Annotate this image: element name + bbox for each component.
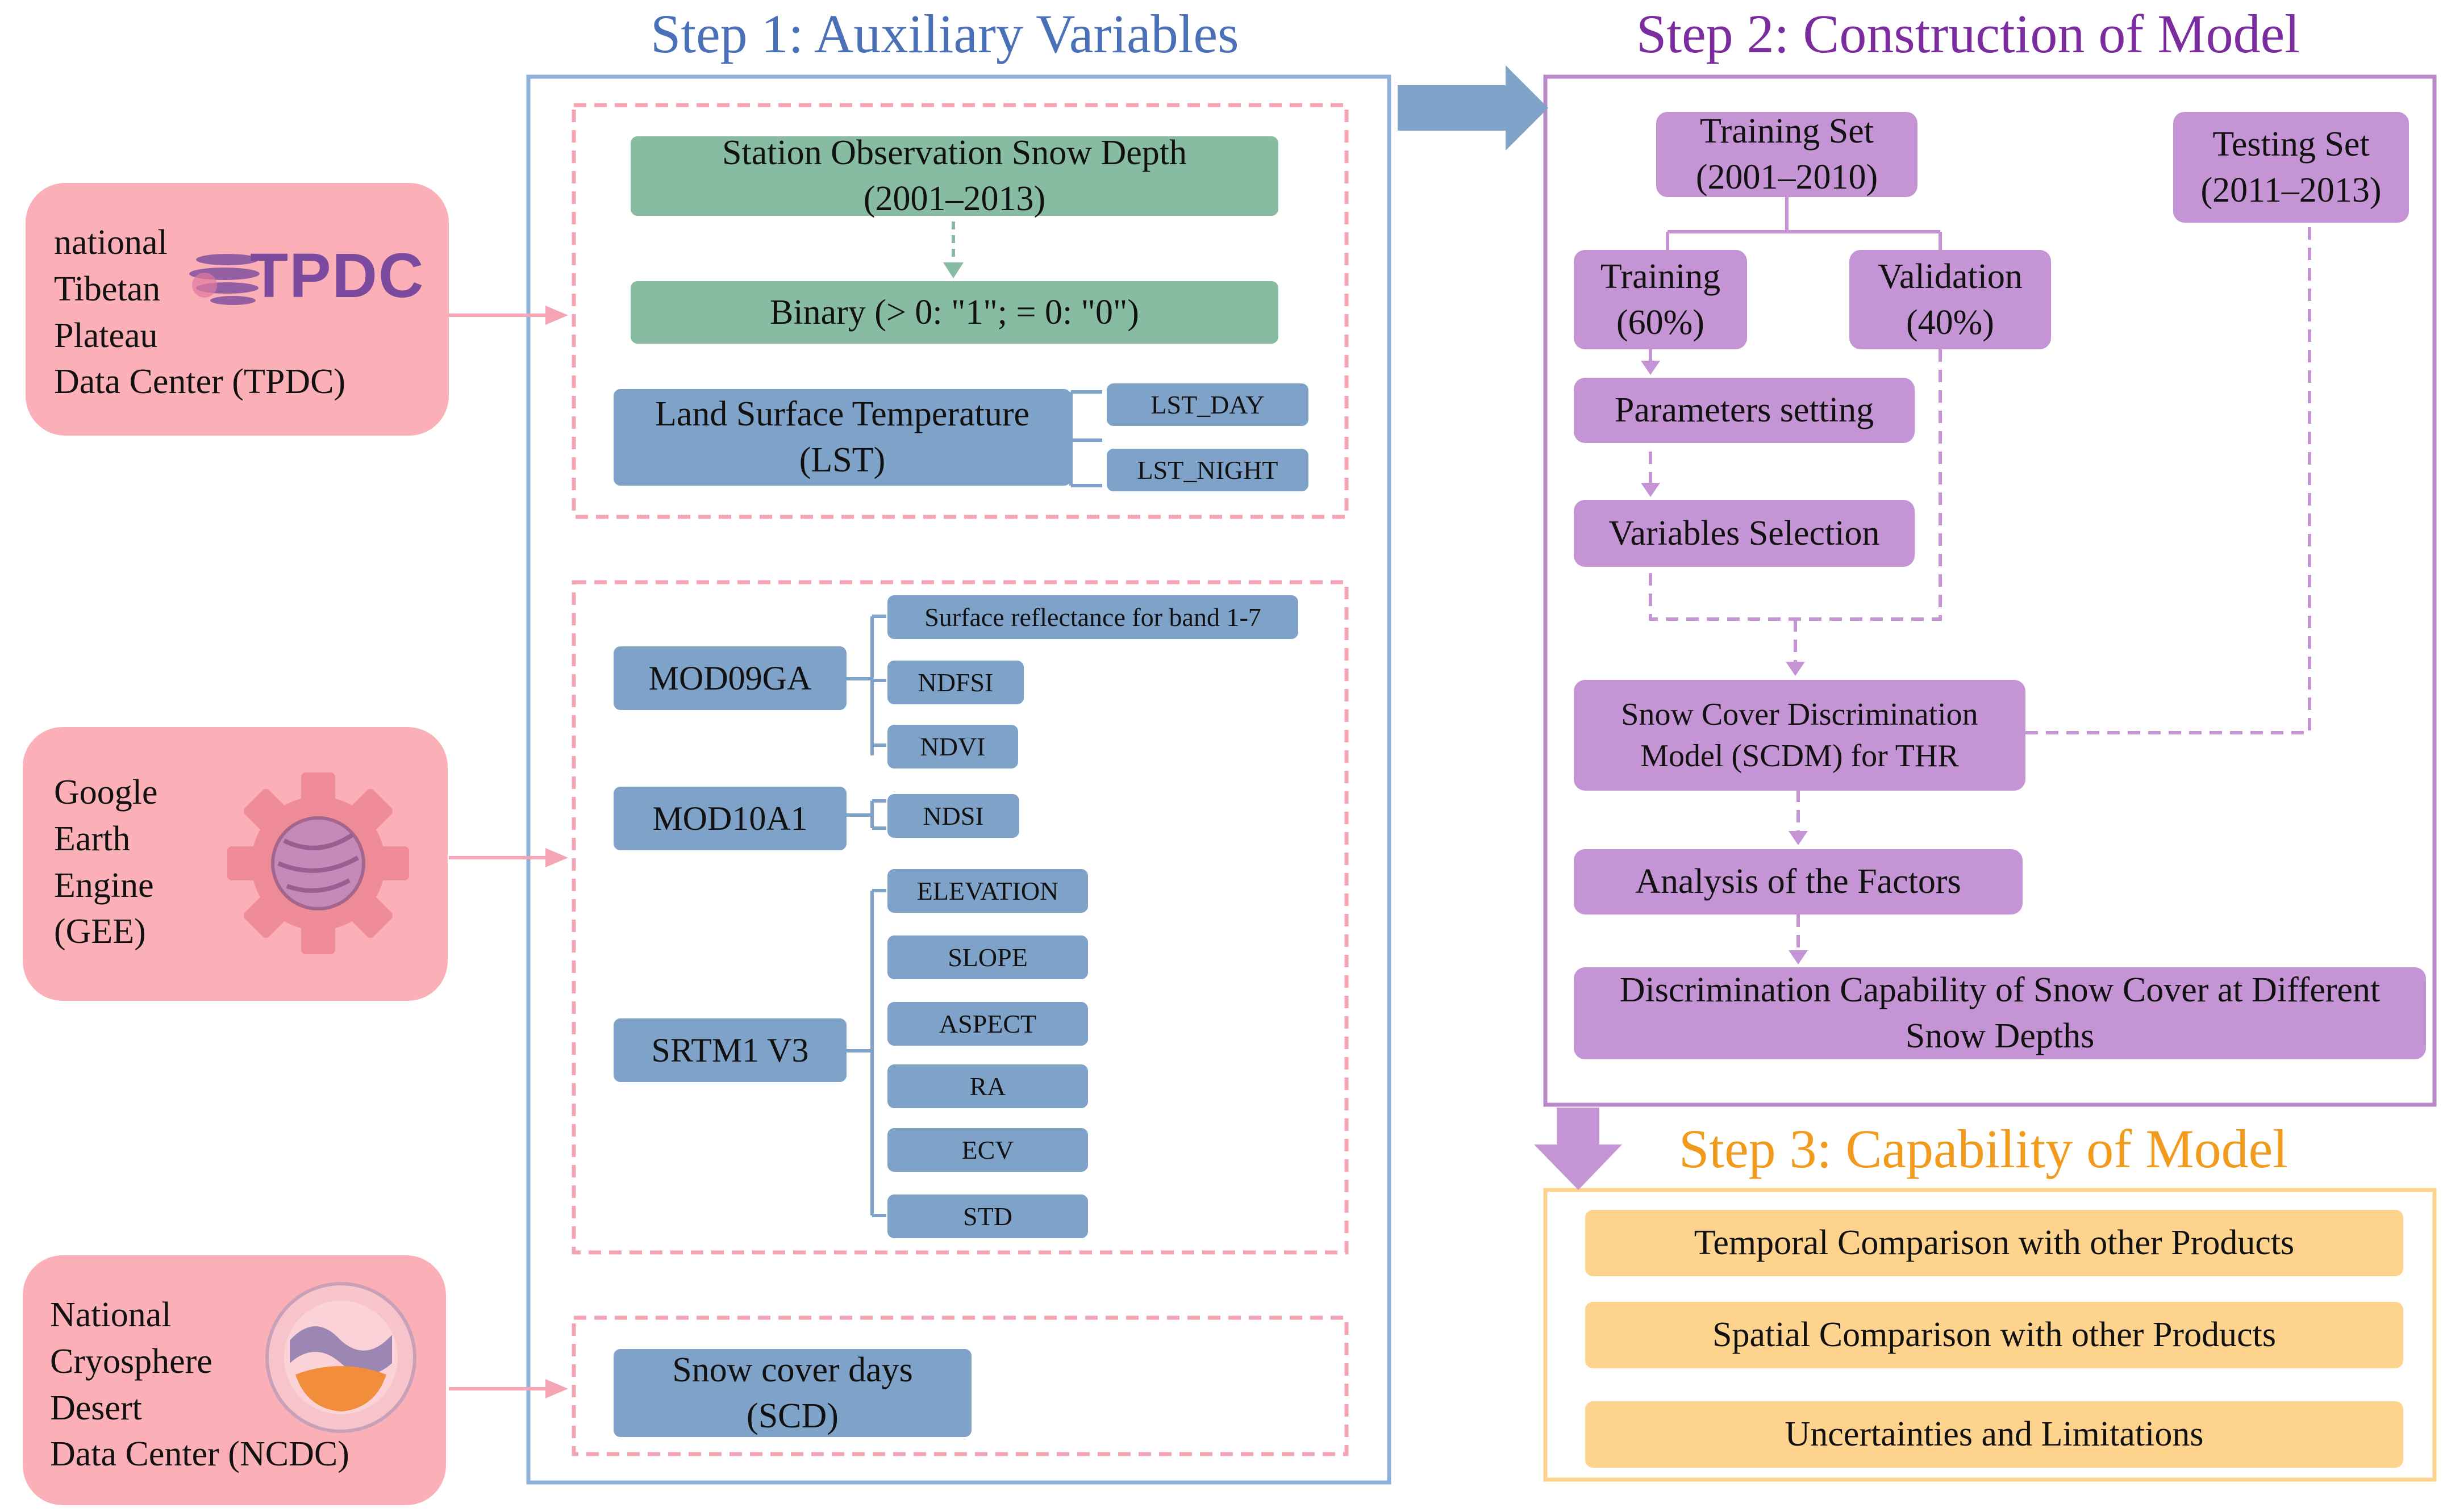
box-line: (2001–2013)	[863, 179, 1046, 218]
mod10a1-box: MOD10A1	[614, 787, 847, 850]
mod09ga-box: MOD09GA	[614, 646, 847, 710]
discrimination-box: Discrimination Capability of Snow Cover …	[1574, 967, 2426, 1059]
lst-day-box: LST_DAY	[1107, 383, 1308, 426]
source-line: (GEE)	[54, 912, 146, 951]
arrowhead	[545, 848, 568, 867]
group3-dashed-frame	[572, 1315, 1349, 1456]
ecv-box: ECV	[887, 1128, 1088, 1172]
box-line: Snow cover days	[672, 1350, 913, 1389]
elevation-box: ELEVATION	[887, 869, 1088, 913]
arrowhead	[545, 1379, 568, 1398]
training-set-box: Training Set (2001–2010)	[1656, 112, 1917, 197]
source-line: Data Center (NCDC)	[50, 1435, 349, 1474]
lst-night-box: LST_NIGHT	[1107, 449, 1308, 491]
source-line: Google	[54, 773, 158, 812]
source-line: Cryosphere	[50, 1342, 212, 1381]
ndvi-box: NDVI	[887, 725, 1018, 768]
box-line: Testing Set	[2212, 124, 2370, 164]
step2-frame	[1543, 74, 2437, 1107]
box-line: Training Set	[1699, 112, 1874, 151]
source-gee: Google Earth Engine (GEE)	[23, 727, 448, 1001]
gear-icon	[227, 772, 409, 954]
slope-box: SLOPE	[887, 935, 1088, 979]
ncdc-logo-icon	[265, 1282, 416, 1433]
arrow-to-step3	[1534, 1108, 1622, 1190]
std-box: STD	[887, 1194, 1088, 1238]
source-line: National	[50, 1296, 172, 1334]
arrow-to-step2	[1398, 65, 1548, 151]
box-line: Validation	[1878, 257, 2023, 296]
box-line: Model (SCDM) for THR	[1640, 738, 1959, 774]
box-line: (2011–2013)	[2200, 170, 2382, 210]
source-line: Earth	[54, 819, 131, 858]
box-line: (60%)	[1616, 303, 1704, 342]
step1-frame	[526, 74, 1391, 1485]
source-ncdc: National Cryosphere Desert Data Center (…	[23, 1255, 446, 1505]
box-line: (2001–2010)	[1695, 158, 1878, 197]
surface-reflectance-box: Surface reflectance for band 1-7	[887, 595, 1298, 639]
box-line: Snow Cover Discrimination	[1621, 696, 1978, 732]
aspect-box: ASPECT	[887, 1002, 1088, 1046]
source-line: national	[54, 223, 168, 262]
ra-box: RA	[887, 1064, 1088, 1108]
scdm-box: Snow Cover Discrimination Model (SCDM) f…	[1574, 680, 2025, 791]
box-line: (LST)	[799, 441, 886, 479]
source-line: Data Center (TPDC)	[54, 362, 346, 402]
source-line: Tibetan	[54, 269, 161, 308]
lst-box: Land Surface Temperature (LST)	[614, 389, 1071, 486]
srtm-box: SRTM1 V3	[614, 1018, 847, 1082]
uncertainties-box: Uncertainties and Limitations	[1585, 1401, 2403, 1468]
analysis-box: Analysis of the Factors	[1574, 849, 2023, 914]
step3-frame	[1543, 1188, 2437, 1482]
source-line: Engine	[54, 866, 154, 905]
spatial-comparison-box: Spatial Comparison with other Products	[1585, 1302, 2403, 1368]
box-line: Station Observation Snow Depth	[722, 133, 1187, 173]
station-observation-box: Station Observation Snow Depth (2001–201…	[631, 133, 1278, 218]
binary-box: Binary (> 0: "1"; = 0: "0")	[631, 281, 1278, 344]
testing-set-box: Testing Set (2011–2013)	[2173, 112, 2409, 223]
box-line: Discrimination Capability of Snow Cover …	[1619, 971, 2381, 1010]
ndsi-box: NDSI	[887, 794, 1019, 838]
tpdc-logo-text: TPDC	[250, 241, 425, 311]
step1-title: Step 1: Auxiliary Variables	[651, 3, 1239, 64]
group2-dashed-frame	[572, 580, 1349, 1255]
step3-title: Step 3: Capability of Model	[1679, 1118, 2288, 1179]
step2-title: Step 2: Construction of Model	[1636, 3, 2300, 64]
parameters-setting-box: Parameters setting	[1574, 378, 1915, 443]
box-line: Land Surface Temperature	[655, 395, 1029, 434]
temporal-comparison-box: Temporal Comparison with other Products	[1585, 1210, 2403, 1276]
arrowhead	[545, 306, 568, 325]
training-box: Training (60%)	[1574, 250, 1747, 349]
scd-box: Snow cover days (SCD)	[614, 1349, 972, 1437]
validation-box: Validation (40%)	[1849, 250, 2051, 349]
source-line: Plateau	[54, 316, 158, 355]
variables-selection-box: Variables Selection	[1574, 500, 1915, 567]
source-tpdc: national Tibetan Plateau Data Center (TP…	[26, 183, 449, 436]
box-line: Snow Depths	[1905, 1017, 2095, 1055]
ndfsi-box: NDFSI	[887, 661, 1024, 704]
box-line: (40%)	[1906, 303, 1994, 342]
tpdc-logo-icon	[189, 254, 260, 305]
box-line: Training	[1600, 257, 1721, 296]
box-line: (SCD)	[747, 1396, 839, 1435]
source-line: Desert	[50, 1388, 142, 1427]
